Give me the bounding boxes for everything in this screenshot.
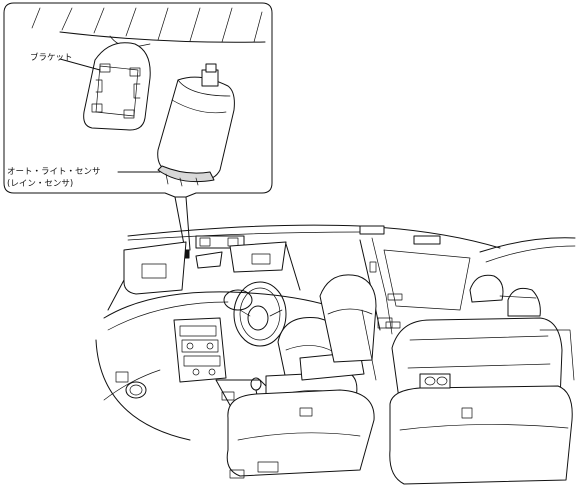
label-rain-sensor: (レイン・センサ) — [7, 179, 74, 189]
rear-seat — [389, 274, 575, 485]
dome-light — [359, 225, 385, 235]
instrument-cluster — [223, 289, 253, 311]
callout-leader-left — [174, 196, 186, 251]
bracket-leader — [59, 58, 101, 71]
sun-visor-left — [123, 241, 187, 295]
steering-wheel — [233, 281, 287, 347]
passenger-seat — [226, 274, 377, 479]
bracket-part — [83, 42, 151, 131]
center-console — [173, 317, 291, 417]
headliner — [127, 224, 501, 249]
roof-hatch — [31, 7, 266, 48]
callout-leader-right — [185, 196, 191, 251]
car-interior — [95, 224, 576, 485]
rearview-mirror — [195, 251, 223, 269]
rear-lamp — [413, 235, 441, 245]
rain-light-sensor — [157, 63, 235, 187]
sun-visor-right — [229, 241, 287, 273]
overhead-console — [195, 235, 245, 249]
left-speaker — [125, 381, 147, 399]
label-auto-light-sensor: オート・ライト・センサ — [7, 167, 101, 177]
label-bracket: ブラケット — [30, 53, 73, 63]
detail-callout — [3, 2, 273, 251]
